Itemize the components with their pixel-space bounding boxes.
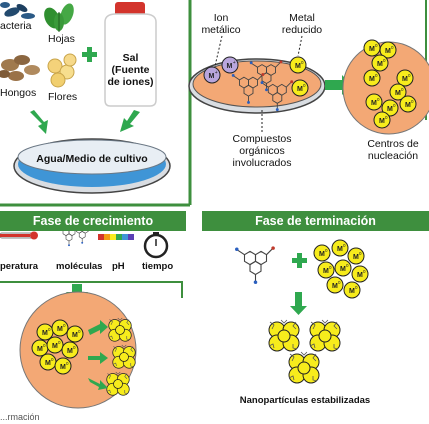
growth-circle (19, 291, 137, 409)
leaves-icon (44, 3, 74, 32)
nucleation-line-2: nucleación (367, 150, 419, 163)
compounds-line-3: involucrados (232, 157, 292, 170)
metal-line-2: reducido (281, 24, 323, 37)
ion-line-1: Ion (213, 12, 229, 24)
ion-label: Ion metálico (198, 12, 244, 36)
nucleation-line-1: Centros de (367, 138, 419, 150)
compounds-line-2: orgánicos (239, 145, 285, 158)
plus-icon-2 (292, 253, 307, 268)
factor-ph: pH (112, 261, 125, 272)
salt-label: Sal (Fuente de iones) (105, 52, 156, 88)
growth-phase-title: Fase de crecimiento (0, 211, 186, 231)
thermometer-icon (0, 231, 38, 240)
dish-label: Agua/Medio de cultivo (36, 153, 148, 165)
compounds-label: Compuestos orgánicos involucrados (224, 133, 300, 169)
label-bacteria: acteria (0, 20, 32, 32)
salt-line-1: Sal (122, 52, 139, 64)
ion-line-2: metálico (201, 24, 241, 37)
petri-dish (13, 138, 171, 194)
metal-label: Metal reducido (276, 12, 328, 36)
salt-line-3: de iones) (107, 76, 154, 89)
bacteria-icon (0, 2, 35, 19)
stabilized-nanoparticles (268, 319, 341, 384)
factor-temperature: peratura (0, 261, 39, 272)
flowers-icon (47, 53, 77, 88)
compounds-line-1: Compuestos (232, 133, 292, 145)
result-label: Nanopartículas estabilizadas (239, 395, 371, 406)
salt-bottle-icon (104, 2, 157, 107)
factor-molecules: moléculas (56, 261, 103, 272)
nucleation-label: Centros de nucleación (360, 138, 426, 162)
label-leaves: Hojas (48, 33, 75, 45)
metal-line-1: Metal (289, 12, 315, 24)
termination-phase-title: Fase de terminación (202, 211, 429, 231)
capping-molecule (234, 245, 276, 285)
plus-icon (82, 47, 97, 62)
factor-time: tiempo (142, 261, 174, 272)
stopwatch-icon (143, 232, 169, 259)
label-flowers: Flores (48, 91, 78, 103)
fungi-icon (0, 55, 40, 81)
ph-scale-icon (98, 234, 134, 240)
nucleation-center (342, 39, 429, 135)
label-fungi: Hongos (0, 87, 37, 99)
salt-line-2: (Fuente (111, 64, 150, 77)
metal-particles (313, 239, 369, 299)
growth-bottom-label: ...rmación (0, 412, 40, 422)
